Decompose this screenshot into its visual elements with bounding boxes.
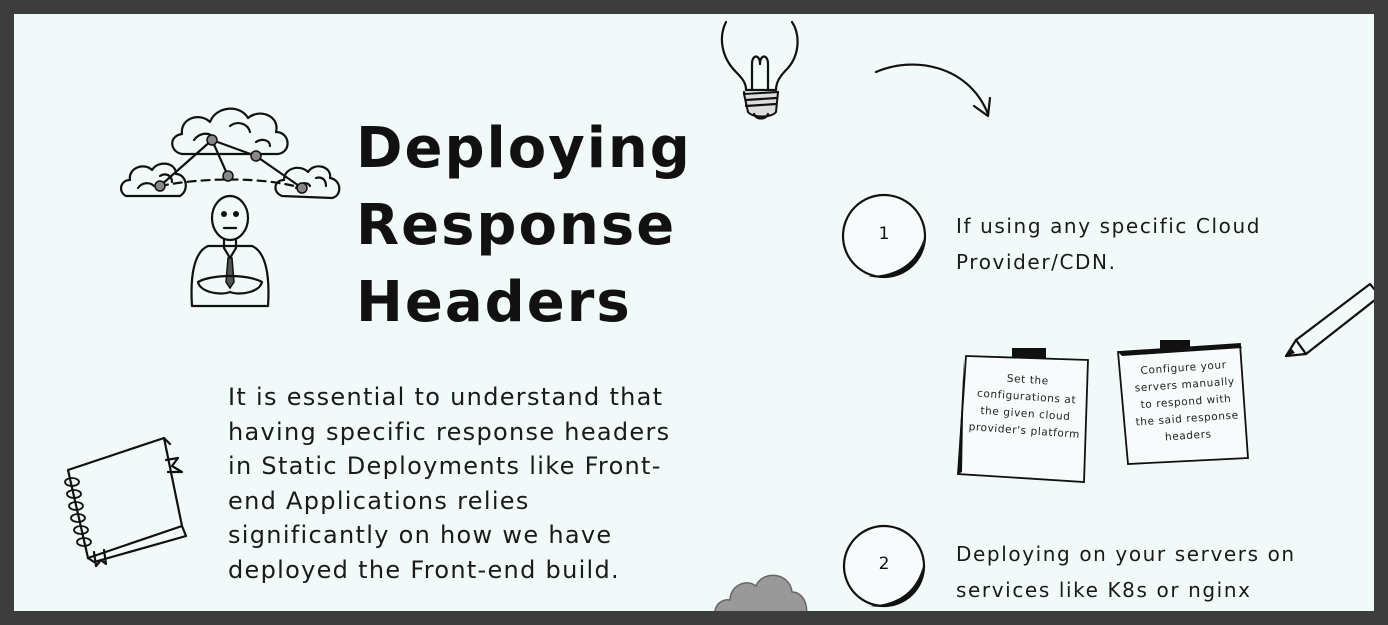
page-title: Deploying Response Headers xyxy=(356,110,692,341)
title-line-3: Headers xyxy=(356,270,632,335)
cloud-network-person-illustration xyxy=(120,107,341,308)
step-2-number: 2 xyxy=(878,554,890,574)
note-card-1 xyxy=(957,348,1089,483)
lightbulb-icon xyxy=(720,20,799,120)
step-2-text: Deploying on your servers on services li… xyxy=(956,542,1296,602)
step-2-circle xyxy=(842,524,926,608)
cloud-icon xyxy=(714,574,808,611)
curved-arrow-icon xyxy=(874,63,992,118)
title-line-1: Deploying xyxy=(356,116,692,181)
step-1-circle xyxy=(841,193,927,279)
step-1-text: If using any specific Cloud Provider/CDN… xyxy=(956,214,1262,274)
note-2-text: Configure your servers manually to respo… xyxy=(1134,359,1240,444)
notebook-icon xyxy=(64,436,188,568)
title-line-2: Response xyxy=(356,193,677,258)
note-card-2 xyxy=(1117,340,1249,465)
note-1-text: Set the configurations at the given clou… xyxy=(968,372,1081,441)
intro-paragraph: It is essential to understand that havin… xyxy=(228,383,671,584)
step-1-number: 1 xyxy=(878,224,890,244)
slide: Deploying Response Headers It is essenti… xyxy=(14,14,1374,611)
pencil-icon xyxy=(1284,282,1374,358)
